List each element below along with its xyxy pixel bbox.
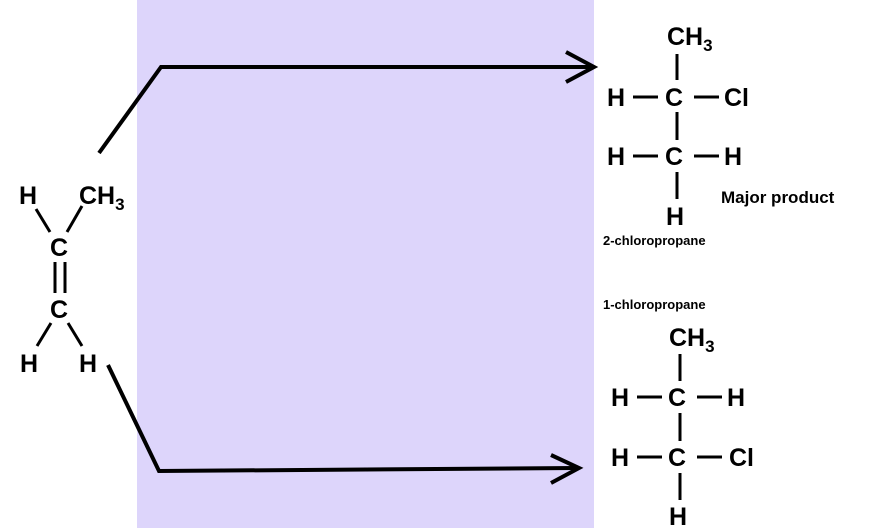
minor-row2-right: Cl: [729, 444, 754, 472]
major-row1-right: Cl: [724, 84, 749, 112]
minor-row2-center: C: [668, 444, 686, 472]
reactant-ch3-label: CH3: [79, 182, 125, 214]
minor-row1-center: C: [668, 384, 686, 412]
minor-row1-right: H: [727, 384, 745, 412]
reaction-conditions-panel: [137, 0, 594, 528]
lower-arrow-head: [550, 453, 584, 485]
major-row2-center: C: [665, 143, 683, 171]
minor-row2-left: H: [611, 444, 629, 472]
lower-reaction-arrow: [106, 364, 577, 474]
major-product-name: 2-chloropropane: [603, 233, 706, 248]
reactant-bond-c-h-left: [35, 322, 53, 347]
product-1-chloropropane: 1-chloropropane CH3 H C H H C Cl H: [603, 297, 754, 528]
minor-ch3-label: CH3: [669, 324, 715, 356]
reactant-bond-c-h-right: [66, 322, 84, 347]
major-row2-right: H: [724, 143, 742, 171]
reactant-h-bottom-left: H: [20, 350, 38, 378]
reactant-bond-h-c: [34, 208, 52, 233]
upper-reaction-arrow: [97, 65, 592, 155]
reactant-bond-ch3-c: [65, 205, 84, 233]
reactant-h-top: H: [19, 182, 37, 210]
major-row2-left: H: [607, 143, 625, 171]
reactant-c-top: C: [50, 234, 68, 262]
major-row1-left: H: [607, 84, 625, 112]
upper-arrow-head: [565, 50, 599, 84]
major-row1-center: C: [665, 84, 683, 112]
major-ch3-label: CH3: [667, 23, 713, 55]
major-bottom-h: H: [666, 203, 684, 231]
product-2-chloropropane: CH3 H C Cl H C H H Major product 2-chlor…: [603, 23, 835, 248]
major-product-note: Major product: [721, 188, 835, 207]
reactant-h-bottom-right: H: [79, 350, 97, 378]
minor-bottom-h: H: [669, 503, 687, 528]
minor-product-name: 1-chloropropane: [603, 297, 706, 312]
reactant-c-bottom: C: [50, 296, 68, 324]
minor-row1-left: H: [611, 384, 629, 412]
reactant-propene: H CH3 C C H H: [19, 182, 125, 378]
